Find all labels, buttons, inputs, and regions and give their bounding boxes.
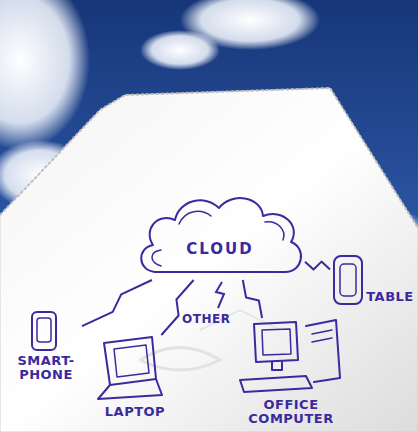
cloud-icon — [135, 190, 305, 280]
node-label: LAPTOP — [92, 405, 178, 419]
device-box: TABLE — [330, 252, 416, 314]
device-box: LAPTOP — [92, 335, 178, 425]
node-label: OFFICE COMPUTER — [246, 398, 336, 426]
node-label: SMART- PHONE — [14, 354, 78, 382]
lightning-connector — [161, 280, 193, 335]
lightning-connector — [82, 280, 152, 326]
lightning-connector — [243, 280, 262, 318]
node-label: CLOUD — [135, 242, 305, 256]
lightning-connector — [305, 262, 330, 270]
sky-cloud — [140, 30, 220, 70]
tablet-icon — [330, 252, 416, 314]
device-box: SMART- PHONE — [10, 310, 82, 390]
napkin — [0, 88, 418, 432]
device-box: OFFICE COMPUTER — [232, 318, 350, 432]
lightning-wire — [216, 282, 224, 308]
napkin-emboss — [140, 348, 220, 371]
free-label: OTHER — [182, 312, 230, 326]
napkin-edge — [0, 88, 418, 228]
sky-cloud — [0, 0, 90, 150]
cloud-shape: CLOUD — [135, 190, 305, 280]
node-label: TABLE — [364, 290, 416, 304]
